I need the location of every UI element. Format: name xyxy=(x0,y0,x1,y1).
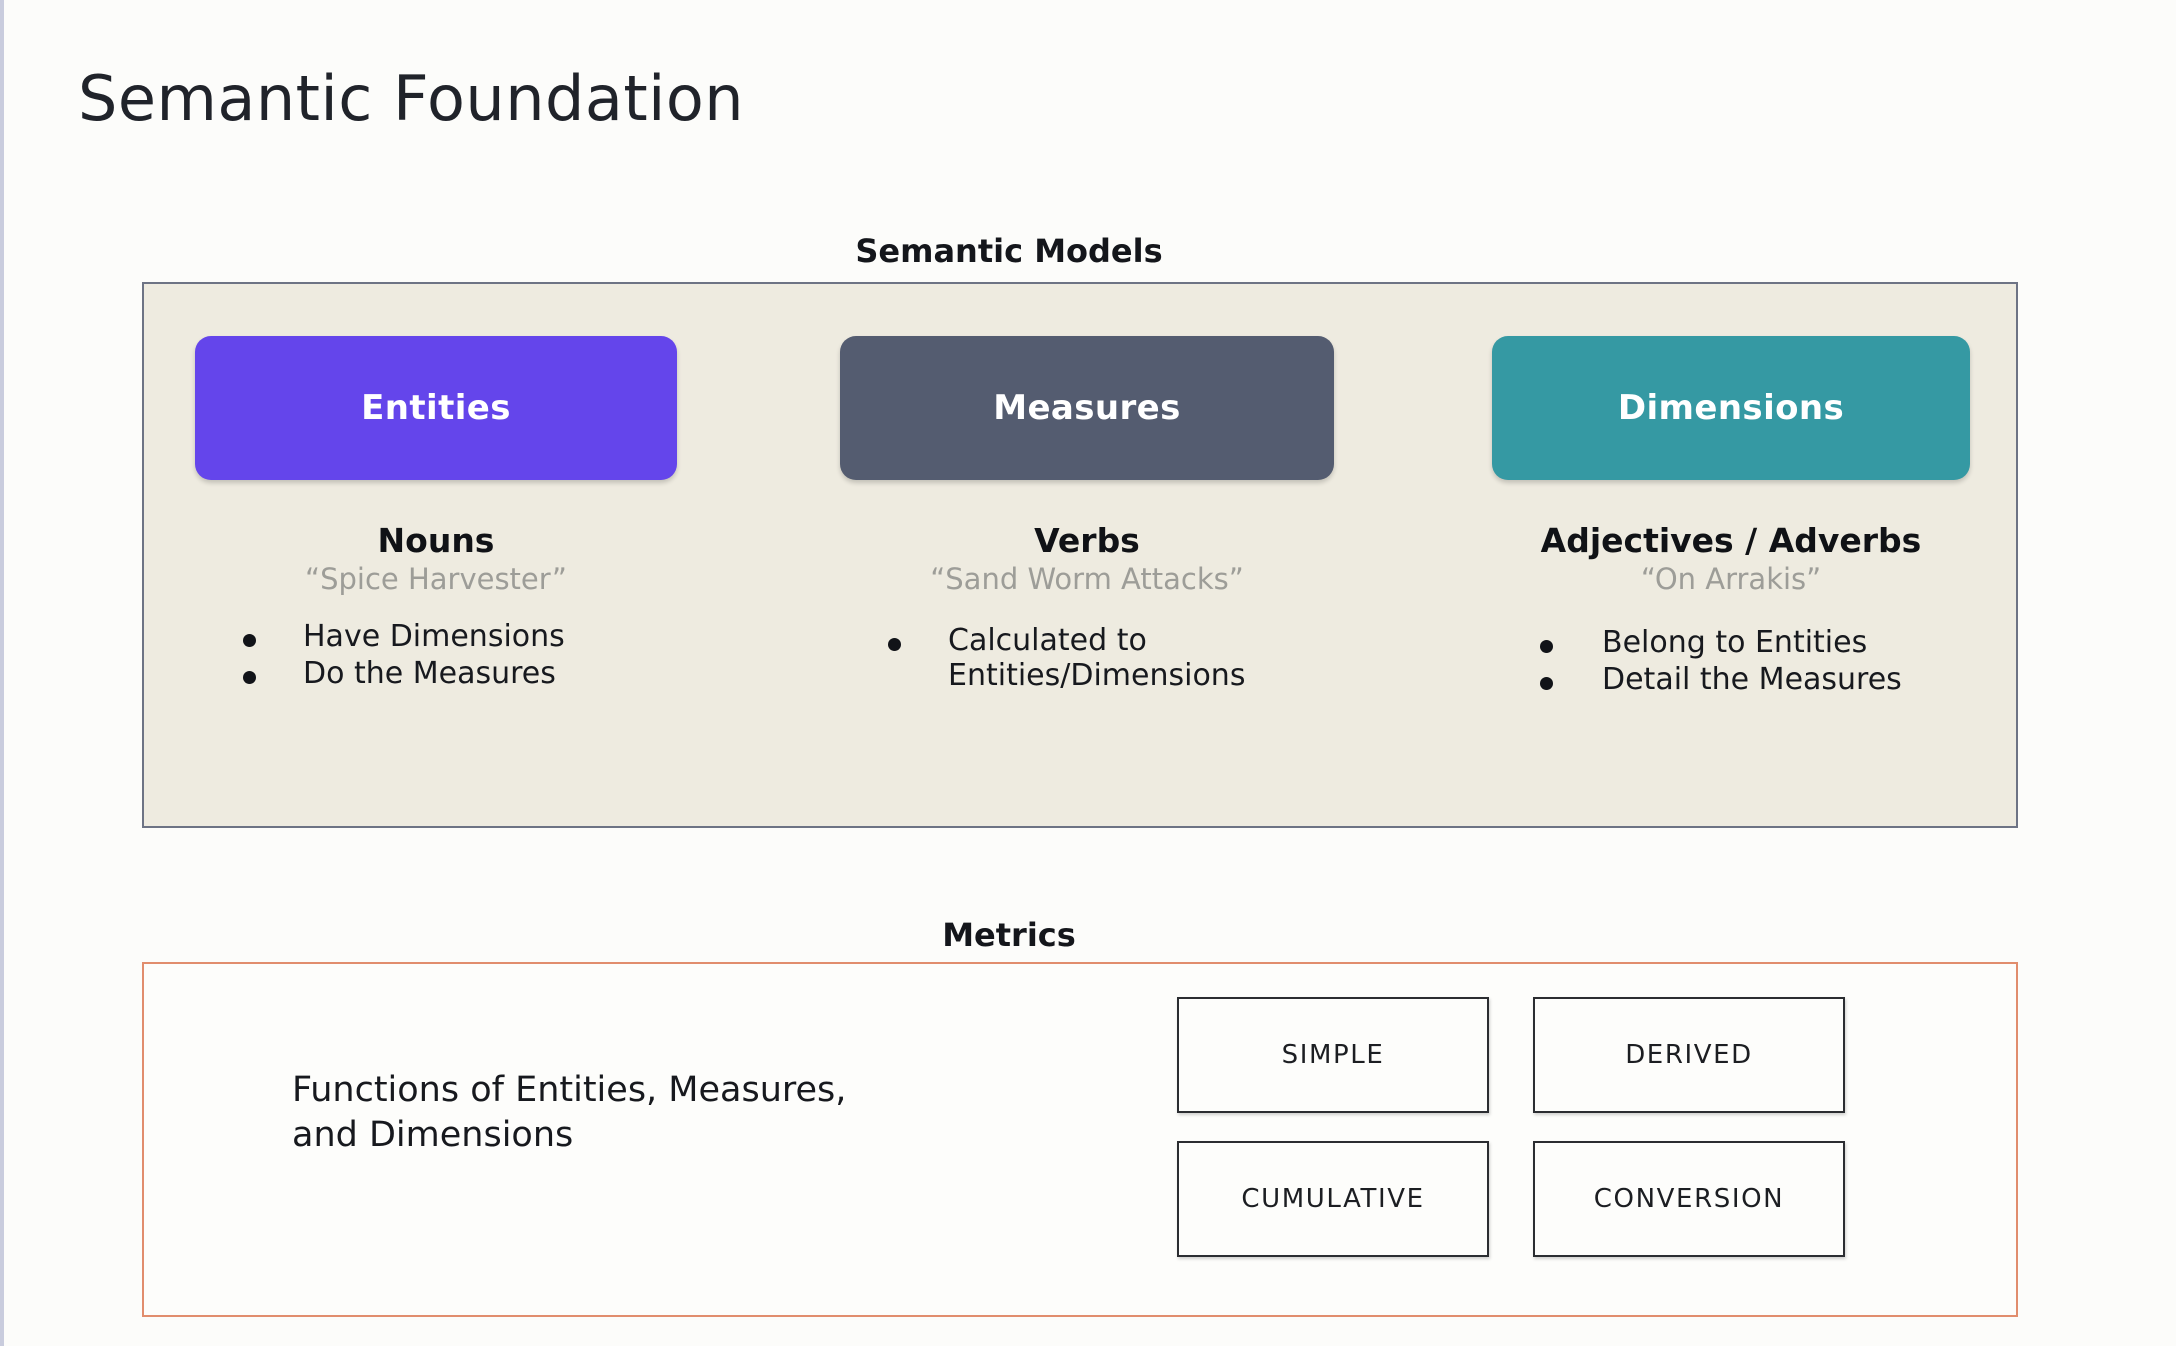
list-item: Detail the Measures xyxy=(1492,662,1970,698)
metric-box-conversion[interactable]: CONVERSION xyxy=(1533,1141,1845,1257)
model-column-entities: Entities Nouns “Spice Harvester” Have Di… xyxy=(195,284,677,694)
metric-row: SIMPLE DERIVED xyxy=(1177,997,1880,1113)
metrics-heading: Metrics xyxy=(942,916,1076,954)
example-dimensions: “On Arrakis” xyxy=(1640,561,1822,596)
metrics-panel: Functions of Entities, Measures, and Dim… xyxy=(142,962,2018,1317)
model-column-dimensions: Dimensions Adjectives / Adverbs “On Arra… xyxy=(1492,284,1970,700)
metric-box-cumulative[interactable]: CUMULATIVE xyxy=(1177,1141,1489,1257)
example-entities: “Spice Harvester” xyxy=(305,561,567,596)
chip-dimensions[interactable]: Dimensions xyxy=(1492,336,1970,480)
part-of-speech-measures: Verbs xyxy=(1034,521,1140,560)
example-measures: “Sand Worm Attacks” xyxy=(930,561,1244,596)
metric-row: CUMULATIVE CONVERSION xyxy=(1177,1141,1880,1257)
part-of-speech-dimensions: Adjectives / Adverbs xyxy=(1540,521,1922,560)
model-column-measures: Measures Verbs “Sand Worm Attacks” Calcu… xyxy=(840,284,1334,696)
list-item: Calculated to Entities/Dimensions xyxy=(840,623,1334,694)
points-list-dimensions: Belong to Entities Detail the Measures xyxy=(1492,625,1970,698)
list-item: Have Dimensions xyxy=(195,619,677,655)
chip-entities[interactable]: Entities xyxy=(195,336,677,480)
points-list-entities: Have Dimensions Do the Measures xyxy=(195,619,677,692)
semantic-models-heading: Semantic Models xyxy=(855,232,1163,270)
metric-box-simple[interactable]: SIMPLE xyxy=(1177,997,1489,1113)
page-title: Semantic Foundation xyxy=(78,62,745,135)
chip-measures[interactable]: Measures xyxy=(840,336,1334,480)
semantic-models-panel: Entities Nouns “Spice Harvester” Have Di… xyxy=(142,282,2018,828)
left-edge-strip xyxy=(0,0,4,1346)
list-item: Do the Measures xyxy=(195,656,677,692)
points-list-measures: Calculated to Entities/Dimensions xyxy=(840,623,1334,694)
metrics-description: Functions of Entities, Measures, and Dim… xyxy=(292,1070,847,1155)
metric-type-grid: SIMPLE DERIVED CUMULATIVE CONVERSION xyxy=(1177,997,1880,1285)
part-of-speech-entities: Nouns xyxy=(377,521,495,560)
list-item: Belong to Entities xyxy=(1492,625,1970,661)
metric-box-derived[interactable]: DERIVED xyxy=(1533,997,1845,1113)
